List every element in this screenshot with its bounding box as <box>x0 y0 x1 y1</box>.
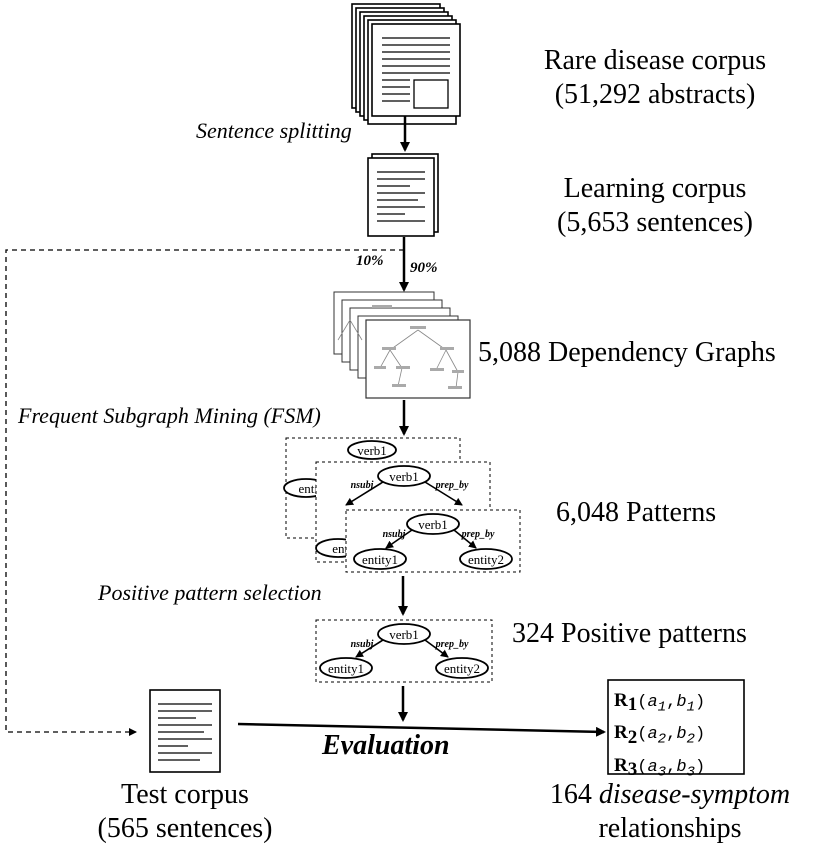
test-document-icon <box>149 689 221 773</box>
learning-document-icon <box>367 153 439 237</box>
results-list: R1(a1,b1) R2(a2,b2) R3(a3,b3) <box>614 688 742 785</box>
positive-pattern-right-edge: prep_by <box>435 639 469 650</box>
patterns-label: 6,048 Patterns <box>556 497 717 528</box>
rare-corpus-count: (51,292 abstracts) <box>554 79 756 110</box>
result-row-1: R1(a1,b1) <box>614 690 706 716</box>
learning-corpus-count: (5,653 sentences) <box>557 207 753 238</box>
sentence-splitting-label: Sentence splitting <box>196 118 352 143</box>
result-row-3: R3(a3,b3) <box>614 754 706 781</box>
positive-patterns-label: 324 Positive patterns <box>512 618 747 649</box>
front-pattern-right-node: entity2 <box>468 552 504 567</box>
positive-pattern-root: verb1 <box>389 627 419 642</box>
front-pattern-root: verb1 <box>418 517 448 532</box>
learning-corpus-label: Learning corpus (5,653 sentences) <box>510 172 800 240</box>
test-corpus-label: Test corpus (565 sentences) <box>55 778 315 846</box>
positive-pattern-left-node: entity1 <box>328 661 364 676</box>
relationships-count: 164 <box>549 779 592 810</box>
learn-split-percent: 90% <box>410 260 438 276</box>
dashed-test-split-path <box>5 249 404 736</box>
back-pattern-root: verb1 <box>357 443 387 458</box>
test-corpus-count: (565 sentences) <box>97 813 273 844</box>
rare-corpus-title: Rare disease corpus <box>543 45 767 76</box>
mid-pattern-right-edge: prep_by <box>435 480 469 491</box>
positive-pattern-box: verb1 nsubj prep_by entity1 entity2 <box>315 619 493 683</box>
relationships-line2: relationships <box>598 813 742 844</box>
front-pattern-right-edge: prep_by <box>461 529 495 540</box>
mid-pattern-root: verb1 <box>389 469 419 484</box>
result-row-2: R2(a2,b2) <box>614 722 706 748</box>
positive-pattern-right-node: entity2 <box>444 661 480 676</box>
learning-corpus-title: Learning corpus <box>563 173 747 204</box>
dependency-graphs-label: 5,088 Dependency Graphs <box>478 337 776 368</box>
rare-corpus-label: Rare disease corpus (51,292 abstracts) <box>510 44 800 112</box>
front-pattern-left-node: entity1 <box>362 552 398 567</box>
test-corpus-title: Test corpus <box>121 779 249 810</box>
fsm-label: Frequent Subgraph Mining (FSM) <box>18 403 321 428</box>
evaluation-label: Evaluation <box>322 730 450 761</box>
relationships-label: 164 disease-symptom relationships <box>520 778 820 846</box>
document-stack-icon <box>351 3 461 125</box>
test-split-percent: 10% <box>356 253 384 269</box>
dependency-graphs-stack <box>333 291 471 399</box>
relationships-type: disease-symptom <box>598 779 791 810</box>
positive-pattern-left-edge: nsubj <box>351 639 374 650</box>
positive-selection-label: Positive pattern selection <box>98 580 322 605</box>
front-pattern-left-edge: nsubj <box>383 529 406 540</box>
mid-pattern-left-edge: nsubj <box>351 480 374 491</box>
results-box <box>607 679 745 775</box>
relationships-line1: 164 disease-symptom <box>520 778 820 812</box>
arrow-evaluation <box>237 722 606 737</box>
patterns-stack: verb1 entit verb1 nsubj prep_by enti ver… <box>283 437 521 573</box>
